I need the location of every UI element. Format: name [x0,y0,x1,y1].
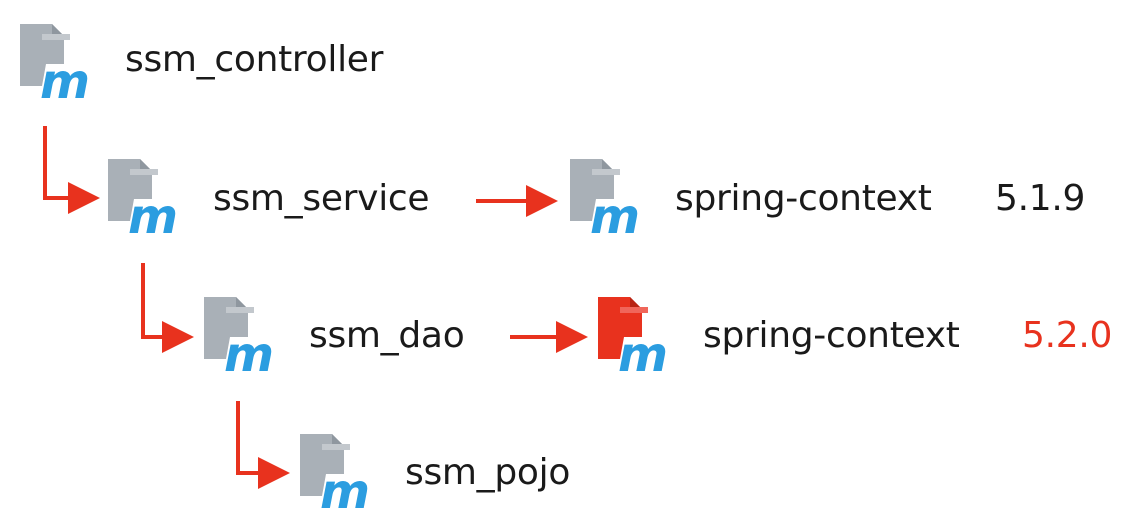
maven-module-conflict-icon: m [598,297,668,373]
svg-text:m: m [320,464,370,510]
connector-controller-service [43,126,100,214]
dependency-version: 5.1.9 [995,178,1086,219]
module-label: ssm_controller [125,39,384,80]
dependency-label: spring-context [703,315,960,356]
maven-module-icon: m [300,434,370,510]
module-label: ssm_pojo [405,452,571,493]
svg-text:m: m [590,189,640,235]
maven-module-icon: m [570,159,640,235]
maven-module-icon: m [204,297,274,373]
svg-text:m: m [40,54,90,100]
maven-module-icon: m [108,159,178,235]
connector-service-dao [141,263,194,353]
maven-module-icon: m [20,24,90,100]
module-label: ssm_service [213,178,430,219]
svg-text:m: m [618,327,668,373]
svg-text:m: m [224,327,274,373]
dependency-version-conflict: 5.2.0 [1022,315,1113,356]
dependency-label: spring-context [675,178,932,219]
connector-dao-pojo [236,401,290,489]
module-label: ssm_dao [309,315,465,356]
svg-text:m: m [128,189,178,235]
